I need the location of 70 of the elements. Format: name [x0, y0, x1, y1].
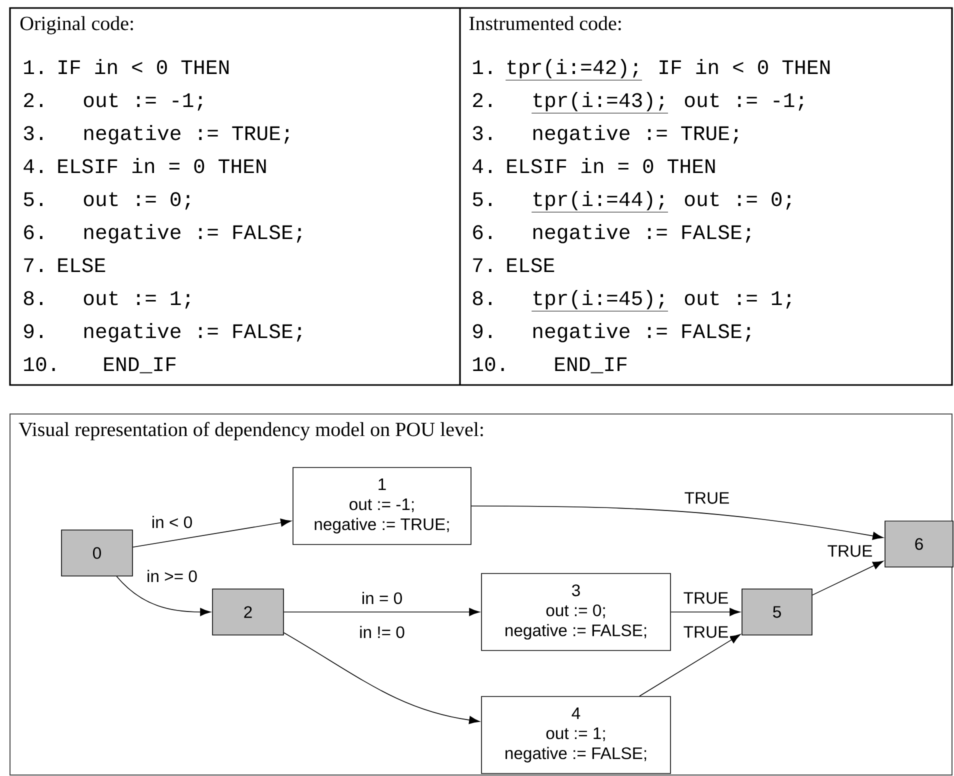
code-line: negative := TRUE; — [84, 125, 289, 144]
code-line: IF in < 0 THEN — [58, 59, 229, 74]
line-number: 4. — [24, 159, 42, 173]
line-number: 5. — [472, 192, 492, 206]
code-line: ELSIF in = 0 THEN — [58, 158, 266, 174]
code-line: out := -1; — [684, 93, 804, 111]
line-number: 2. — [473, 93, 492, 107]
line-number: 6. — [473, 225, 492, 240]
line-number: 9. — [473, 324, 492, 338]
instrumentation-call: tpr(i:=42); — [505, 59, 642, 80]
state-box: 1 out := -1; negative := TRUE; — [292, 467, 472, 545]
column-heading: Instrumented code: — [469, 16, 621, 30]
state-box: 4 out := 1; negative := FALSE; — [481, 696, 671, 774]
line-number: 2. — [24, 93, 42, 107]
edge-label: in >= 0 — [145, 568, 199, 584]
instrumentation-call: tpr(i:=44); — [531, 191, 668, 212]
edge-label: TRUE — [826, 544, 874, 558]
arrow — [116, 576, 211, 616]
line-number: 1. — [473, 60, 492, 74]
edge-label: TRUE — [682, 624, 730, 640]
edge-label: in != 0 — [358, 624, 406, 640]
arrow — [284, 632, 480, 724]
state-box: 5 — [742, 588, 812, 636]
code-line: out := 1; — [684, 291, 791, 309]
code-line: ELSE — [58, 258, 106, 272]
line-number: 7. — [473, 258, 492, 272]
state-box: 2 — [212, 588, 284, 636]
code-line: END_IF — [104, 357, 176, 374]
code-line: negative := FALSE; — [533, 323, 750, 342]
edge-label: TRUE — [682, 590, 730, 606]
line-number: 3. — [472, 126, 492, 140]
line-number: 5. — [24, 192, 42, 206]
edge-label: TRUE — [682, 490, 732, 506]
state-box: 3 out := 0; negative := FALSE; — [481, 573, 671, 651]
code-line: IF in < 0 THEN — [660, 59, 830, 74]
arrow — [471, 506, 884, 540]
line-number: 10. — [473, 357, 504, 372]
arrow — [812, 560, 884, 596]
code-line: negative := FALSE; — [84, 224, 302, 244]
line-number: 7. — [24, 258, 42, 272]
arrow — [670, 608, 740, 616]
line-number: 8. — [24, 291, 42, 306]
line-number: 4. — [472, 159, 492, 173]
code-line: negative := TRUE; — [533, 125, 738, 144]
arrow — [284, 608, 480, 616]
state-box: 6 — [884, 520, 954, 568]
edge-label: in < 0 — [150, 514, 194, 530]
code-line: out := 0; — [84, 192, 190, 210]
instrumentation-call: tpr(i:=43); — [531, 92, 668, 114]
edge-label: in = 0 — [360, 590, 404, 606]
line-number: 8. — [472, 291, 492, 306]
arrow — [639, 634, 741, 696]
code-line: out := 1; — [84, 291, 190, 309]
code-line: negative := FALSE; — [533, 224, 750, 244]
line-number: 3. — [24, 126, 42, 140]
code-line: out := 0; — [684, 192, 791, 210]
code-line: out := -1; — [84, 93, 202, 111]
line-number: 1. — [24, 60, 42, 74]
arrow — [132, 518, 292, 548]
code-line: negative := FALSE; — [84, 323, 302, 342]
code-line: END_IF — [555, 357, 627, 374]
state-box: 0 — [61, 530, 133, 576]
instrumentation-call: tpr(i:=45); — [531, 290, 668, 312]
column-heading: Original code: — [20, 16, 133, 34]
line-number: 6. — [24, 225, 42, 240]
line-number: 10. — [24, 357, 55, 372]
panel-title: Visual representation of dependency model on POU level: — [18, 422, 483, 440]
line-number: 9. — [24, 324, 42, 338]
code-line: ELSIF in = 0 THEN — [507, 158, 715, 174]
code-line: ELSE — [507, 258, 554, 272]
